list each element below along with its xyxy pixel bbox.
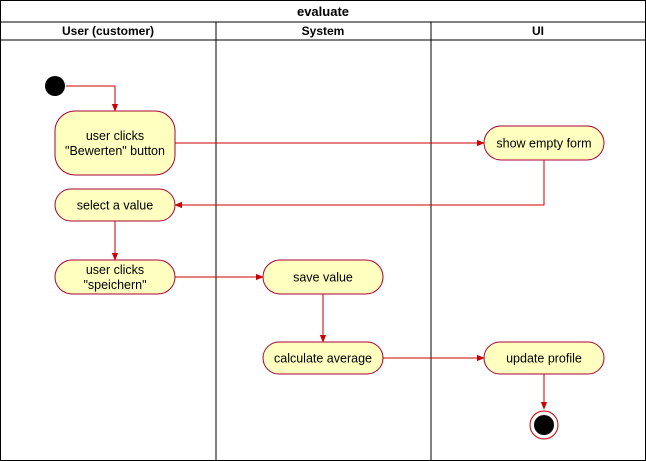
edges — [66, 85, 548, 410]
action-click_bewerten: user clicks"Bewerten" button — [54, 110, 176, 176]
action-label: user clicks — [86, 129, 144, 143]
final-node-dot — [534, 415, 554, 435]
action-select_value: select a value — [54, 188, 176, 222]
lane-header-ui: UI — [532, 24, 544, 38]
action-box — [262, 259, 384, 295]
final-node — [529, 410, 559, 440]
diagram-title: evaluate — [297, 4, 349, 19]
action-save_value: save value — [262, 259, 384, 295]
action-label: "speichern" — [83, 278, 146, 292]
action-show_form: show empty form — [483, 125, 605, 161]
action-label: save value — [293, 271, 353, 285]
edge-show_form-to-select_value — [174, 160, 545, 209]
action-box — [54, 188, 176, 222]
action-calc_average: calculate average — [262, 341, 384, 375]
action-label: update profile — [506, 352, 582, 366]
action-box — [54, 110, 176, 176]
edge-start-to-click_bewerten — [66, 85, 119, 112]
action-box — [262, 341, 384, 375]
initial-node — [45, 76, 65, 96]
lane-header-customer: User (customer) — [62, 24, 154, 38]
lane-header-system: System — [302, 24, 345, 38]
action-label: calculate average — [274, 352, 372, 366]
action-label: "Bewerten" button — [65, 144, 165, 158]
action-label: show empty form — [496, 137, 591, 151]
action-box — [483, 125, 605, 161]
action-box — [54, 259, 176, 295]
action-label: user clicks — [86, 263, 144, 277]
action-box — [483, 341, 605, 375]
action-update_profile: update profile — [483, 341, 605, 375]
action-label: select a value — [77, 199, 153, 213]
action-click_speichern: user clicks"speichern" — [54, 259, 176, 295]
